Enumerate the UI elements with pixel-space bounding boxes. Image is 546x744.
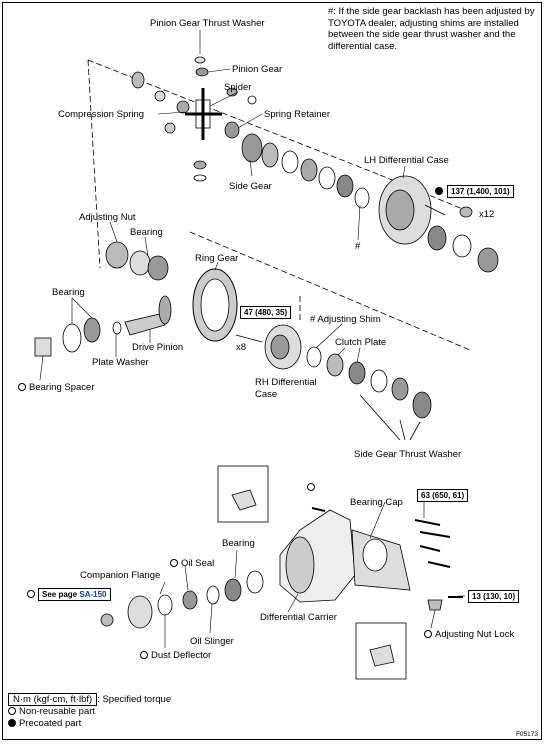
label-dust-deflector: Dust Deflector (140, 650, 211, 661)
see-page-box: See page SA-150 (38, 588, 111, 601)
label-oil-slinger: Oil Slinger (190, 636, 234, 647)
legend-units-desc: : Specified torque (97, 694, 172, 705)
label-side-gear: Side Gear (229, 181, 272, 192)
label-shim-mark: # (355, 241, 361, 252)
side-gear-stack-upper (241, 133, 370, 209)
label-bearing-left: Bearing (52, 287, 85, 298)
see-page-link[interactable]: SA-150 (79, 590, 107, 599)
non-reusable-mark-top (307, 482, 318, 493)
label-compression-spring: Compression Spring (58, 109, 145, 120)
label-dust-deflector-text: Dust Deflector (151, 650, 212, 661)
label-rh-differential-case-1: RH Differential (255, 377, 317, 388)
see-page-ref: See page SA-150 (27, 588, 111, 601)
assembly-outline-middle (189, 231, 471, 351)
legend-precoated: Precoated part (19, 718, 82, 729)
label-spider: Spider (224, 82, 252, 93)
drive-pinion-assembly (34, 295, 172, 357)
label-ring-gear: Ring Gear (195, 253, 239, 264)
label-oil-seal-text: Oil Seal (181, 558, 215, 569)
adjustment-note: #: If the side gear backlash has been ad… (328, 6, 535, 52)
differential-carrier (279, 509, 411, 603)
non-reusable-icon (424, 630, 432, 638)
label-adjusting-nut-lock: Adjusting Nut Lock (424, 629, 514, 640)
label-differential-carrier: Differential Carrier (260, 612, 337, 623)
label-bearing-cap: Bearing Cap (350, 497, 403, 508)
label-bearing-top: Bearing (130, 227, 163, 238)
see-page-prefix: See page (42, 590, 78, 599)
label-x8: x8 (236, 342, 247, 353)
precoated-part-icon (8, 719, 16, 727)
bearing-cap-bolts (311, 507, 463, 598)
label-bearing-spacer: Bearing Spacer (18, 382, 94, 393)
label-bearing-spacer-text: Bearing Spacer (29, 382, 95, 393)
label-lh-differential-case: LH Differential Case (364, 155, 449, 166)
legend: N·m (kgf·cm, ft·lbf): Specified torque N… (8, 693, 172, 730)
label-pinion-gear-thrust-washer: Pinion Gear Thrust Washer (150, 18, 265, 29)
label-adjusting-nut-lock-text: Adjusting Nut Lock (435, 629, 515, 640)
companion-flange-group (100, 570, 264, 629)
label-rh-differential-case-2: Case (255, 389, 278, 400)
label-pinion-gear: Pinion Gear (232, 64, 283, 75)
label-plate-washer: Plate Washer (92, 357, 149, 368)
ring-gear (192, 268, 238, 342)
non-reusable-icon (170, 559, 178, 567)
non-reusable-icon (27, 590, 35, 598)
lh-differential-case (378, 175, 499, 273)
inset-box-upper (217, 465, 269, 523)
torque-137: 137 (1,400, 101) (447, 185, 514, 198)
legend-torque-row: N·m (kgf·cm, ft·lbf): Specified torque (8, 693, 172, 706)
precoated-part-icon (435, 187, 443, 195)
label-x12: x12 (479, 209, 495, 220)
spider-assembly (131, 56, 257, 182)
label-clutch-plate: Clutch Plate (335, 337, 387, 348)
label-spring-retainer: Spring Retainer (264, 109, 331, 120)
inset-box-lower (355, 622, 407, 680)
torque-47: 47 (480, 35) (240, 306, 292, 319)
legend-non-reusable: Non-reusable part (19, 706, 96, 717)
label-adjusting-nut: Adjusting Nut (79, 212, 136, 223)
non-reusable-icon (18, 383, 26, 391)
label-side-gear-thrust-washer: Side Gear Thrust Washer (354, 449, 462, 460)
precoated-mark-137 (435, 186, 446, 197)
label-companion-flange: Companion Flange (80, 570, 161, 581)
torque-63: 63 (650, 61) (417, 489, 469, 502)
non-reusable-icon (307, 483, 315, 491)
label-bearing-lower: Bearing (222, 538, 255, 549)
rh-differential-case (235, 324, 302, 370)
legend-non-reusable-row: Non-reusable part (8, 706, 171, 718)
non-reusable-icon (140, 651, 148, 659)
label-adjusting-shim: # Adjusting Shim (310, 314, 381, 325)
clutch-plate-stack (306, 346, 432, 441)
torque-13: 13 (130, 10) (468, 590, 520, 603)
leader-lines (39, 30, 465, 648)
label-drive-pinion: Drive Pinion (132, 342, 184, 353)
legend-precoated-row: Precoated part (8, 718, 171, 730)
legend-units: N·m (kgf·cm, ft·lbf) (8, 693, 98, 706)
non-reusable-icon (8, 707, 16, 715)
figure-code: F05173 (515, 731, 538, 738)
label-oil-seal: Oil Seal (170, 558, 214, 569)
adjusting-nut-group (105, 241, 169, 281)
